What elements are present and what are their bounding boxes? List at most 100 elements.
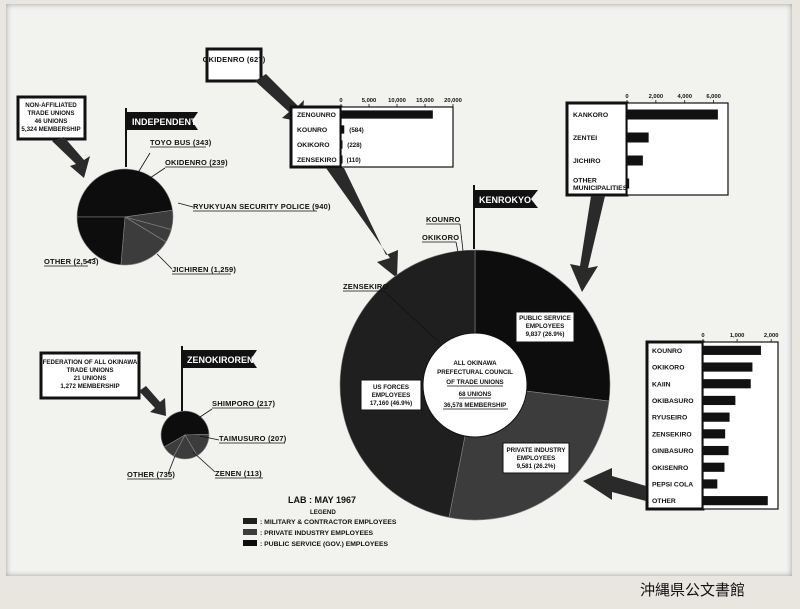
private-category-5: ZENSEKIRO (652, 431, 692, 438)
private-industry-label-box (502, 442, 570, 474)
okidenro-bar-0 (341, 110, 433, 119)
okidenro-bar-3 (341, 155, 343, 164)
okidenro-tick-label-0: 0 (339, 98, 342, 104)
independent-pie (76, 168, 174, 266)
okidenro-category-1: KOUNRO (297, 127, 327, 134)
independent-note-line-4: 5,324 MEMBERSHIP (21, 126, 80, 133)
independent-arrow (52, 137, 90, 178)
leader-taimusuro (199, 435, 220, 441)
kenrokyo-label-zensekiro: ZENSEKIRO (343, 282, 389, 291)
zenokiroren-slice-3 (163, 434, 186, 457)
private-bar-8 (703, 479, 718, 489)
private-category-4: RYUSEIRO (652, 415, 687, 422)
okidenro-category-3: ZENSEKIRO (297, 157, 337, 164)
kenrokyo-group: KENROKYO ALL OKINAWA PREFECTURAL COUNCIL… (339, 185, 611, 521)
legend-swatch-military (243, 518, 257, 524)
kankoro-category-0: KANKORO (573, 112, 608, 119)
zenokiroren-slice-0 (160, 410, 210, 448)
kankoro-bar-1 (627, 132, 649, 143)
independent-note-line-2: TRADE UNIONS (27, 110, 74, 117)
leader-shimporo (193, 408, 213, 422)
independent-title: INDEPENDENT (132, 117, 197, 127)
us-forces-label-box (360, 379, 422, 411)
legend-label-public: : PUBLIC SERVICE (GOV.) EMPLOYEES (260, 541, 388, 548)
private-category-6: GINBASURO (652, 448, 694, 455)
private-industry-label-2: EMPLOYEES (517, 455, 556, 462)
label-zenen: ZENEN (113) (215, 469, 262, 478)
okidenro-category-2: OKIKORO (297, 142, 329, 149)
label-other-zenokiroren: OTHER (735) (127, 470, 175, 479)
private-industry-label-3: 9,581 (26.2%) (517, 463, 556, 470)
us-forces-label-1: US FORCES (373, 384, 409, 391)
independent-slice-3 (120, 216, 167, 266)
private-category-box (645, 340, 705, 511)
legend-subtitle: LEGEND (310, 509, 336, 516)
legend-label-private: : PRIVATE INDUSTRY EMPLOYEES (260, 530, 374, 537)
private-bar-1 (703, 362, 753, 372)
private-bar-6 (703, 445, 729, 456)
private-industry-label-1: PRIVATE INDUSTRY (506, 447, 566, 454)
independent-note-line-3: 46 UNIONS (35, 118, 68, 125)
kankoro-category-box (565, 101, 629, 197)
okidenro-value-label-2: (228) (347, 142, 361, 149)
kenrokyo-center-line-5: 36,578 MEMBERSHIP (444, 402, 507, 409)
private-category-1: OKIKORO (652, 365, 684, 372)
legend-swatch-public (243, 540, 257, 546)
independent-slice-0 (76, 168, 173, 218)
kankoro-tick-label-1: 2,000 (649, 94, 664, 100)
private-category-7: OKISENRO (652, 465, 688, 472)
label-taimusuro: TAIMUSURO (207) (219, 434, 287, 443)
kankoro-bar-3 (627, 178, 630, 189)
independent-note-line-1: NON-AFFILIATED (25, 102, 77, 109)
independent-slice-4 (76, 216, 126, 266)
kankoro-tick-label-2: 4,000 (677, 94, 692, 100)
leader-okidenro (146, 167, 166, 181)
okidenro-tick-label-2: 10,000 (388, 98, 406, 104)
public-service-label-box (515, 311, 575, 343)
zenokiroren-group: FEDERATION OF ALL OKINAWA TRADE UNIONS 2… (39, 346, 287, 480)
private-tick-label-1: 1,000 (730, 333, 745, 339)
okidenro-bar-2 (341, 140, 343, 149)
kenrokyo-center-line-1: ALL OKINAWA (453, 360, 497, 367)
okidenro-tick-label-1: 5,000 (362, 98, 377, 104)
us-forces-label-3: 17,160 (46.9%) (370, 400, 412, 407)
kenrokyo-center-line-2: PREFECTURAL COUNCIL (437, 369, 513, 376)
private-category-0: KOUNRO (652, 348, 682, 355)
okidenro-tick-label-4: 20,000 (444, 98, 462, 104)
leader-toyobus (135, 152, 151, 177)
zenokiroren-note-line-3: 21 UNIONS (74, 375, 107, 382)
leader-security-police (177, 202, 194, 208)
private-category-9: OTHER (652, 498, 676, 505)
label-shimporo: SHIMPORO (217) (212, 399, 276, 408)
public-service-label-2: EMPLOYEES (526, 323, 565, 330)
public-service-label-1: PUBLIC SERVICE (519, 315, 571, 322)
okidenro-value-label-1: (584) (349, 127, 363, 134)
zenokiroren-note-line-4: 1,272 MEMBERSHIP (60, 383, 119, 390)
leader-other-zenokiroren (167, 455, 176, 475)
zenokiroren-arrow (139, 386, 166, 416)
private-bar-0 (703, 345, 761, 355)
kankoro-arrow (570, 196, 605, 292)
label-okidenro-small: OKIDENRO (239) (165, 158, 228, 167)
us-forces-label-2: EMPLOYEES (372, 392, 411, 399)
okidenro-bar-1 (341, 125, 345, 134)
private-bar-2 (703, 379, 751, 389)
kankoro-bar-2 (627, 155, 643, 166)
zenokiroren-note-line-1: FEDERATION OF ALL OKINAWA (43, 359, 138, 366)
kenrokyo-center-line-3: OF TRADE UNIONS (446, 379, 503, 386)
label-other-independent: OTHER (2,543) (44, 257, 99, 266)
zenokiroren-title: ZENOKIROREN (187, 355, 254, 365)
kenrokyo-leader-kounro (459, 223, 464, 252)
private-bar-5 (703, 429, 726, 439)
legend-swatch-private (243, 529, 257, 535)
kankoro-category-1: ZENTEI (573, 135, 597, 142)
zenokiroren-note-box (39, 351, 141, 400)
private-category-3: OKIBASURO (652, 398, 694, 405)
okidenro-category-0: ZENGUNRO (297, 112, 336, 119)
